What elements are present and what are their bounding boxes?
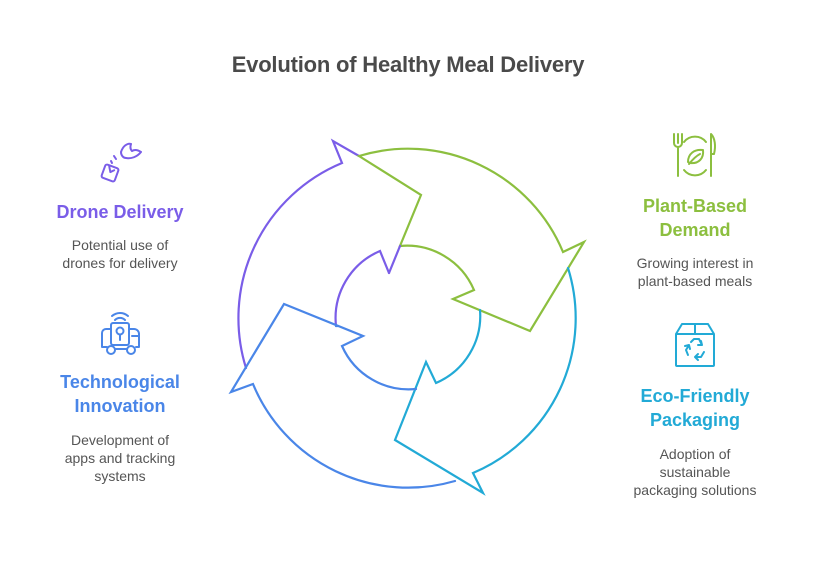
cycle-arrow-drone-body [387,244,402,275]
stage-heading: Innovation [74,396,166,416]
cycle-arrow-plant [356,147,587,333]
stage-description-line: systems [94,468,146,484]
stage-technological-innovation: Technological Innovation Development of … [30,308,210,485]
stage-heading: Packaging [649,410,741,430]
stage-description-line: Development of [70,432,170,448]
plate-leaf-cutlery-icon [673,133,716,177]
stage-description-line: sustainable [659,464,731,480]
cycle-arrow-drone [237,138,391,370]
stage-description-line: Adoption of [659,446,731,462]
stage-drone-delivery: Drone Delivery Potential use of drones f… [30,140,210,272]
stage-heading: Plant-Based [642,196,748,216]
drone-package-icon [100,142,142,183]
stage-heading: Technological [60,372,180,392]
connected-van-icon [101,312,140,355]
stage-heading: Drone Delivery [56,202,184,222]
cycle-arrow-eco [393,266,577,496]
diagram-title: Evolution of Healthy Meal Delivery [231,52,585,77]
stage-eco-friendly-packaging: Eco-Friendly Packaging Adoption of susta… [605,320,785,499]
stage-heading: Demand [659,220,731,240]
stage-heading: Eco-Friendly [640,386,750,406]
stage-description-line: packaging solutions [633,482,757,498]
stage-description-line: drones for delivery [62,255,178,271]
stage-description-line: Growing interest in [636,255,754,271]
stage-description-line: apps and tracking [64,450,176,466]
stage-plant-based-demand: Plant-Based Demand Growing interest in p… [605,130,785,290]
stage-description-line: Potential use of [71,237,169,253]
recycle-box-icon [675,323,715,367]
cycle-arrow-tech [228,302,457,489]
stage-description-line: plant-based meals [637,273,753,289]
